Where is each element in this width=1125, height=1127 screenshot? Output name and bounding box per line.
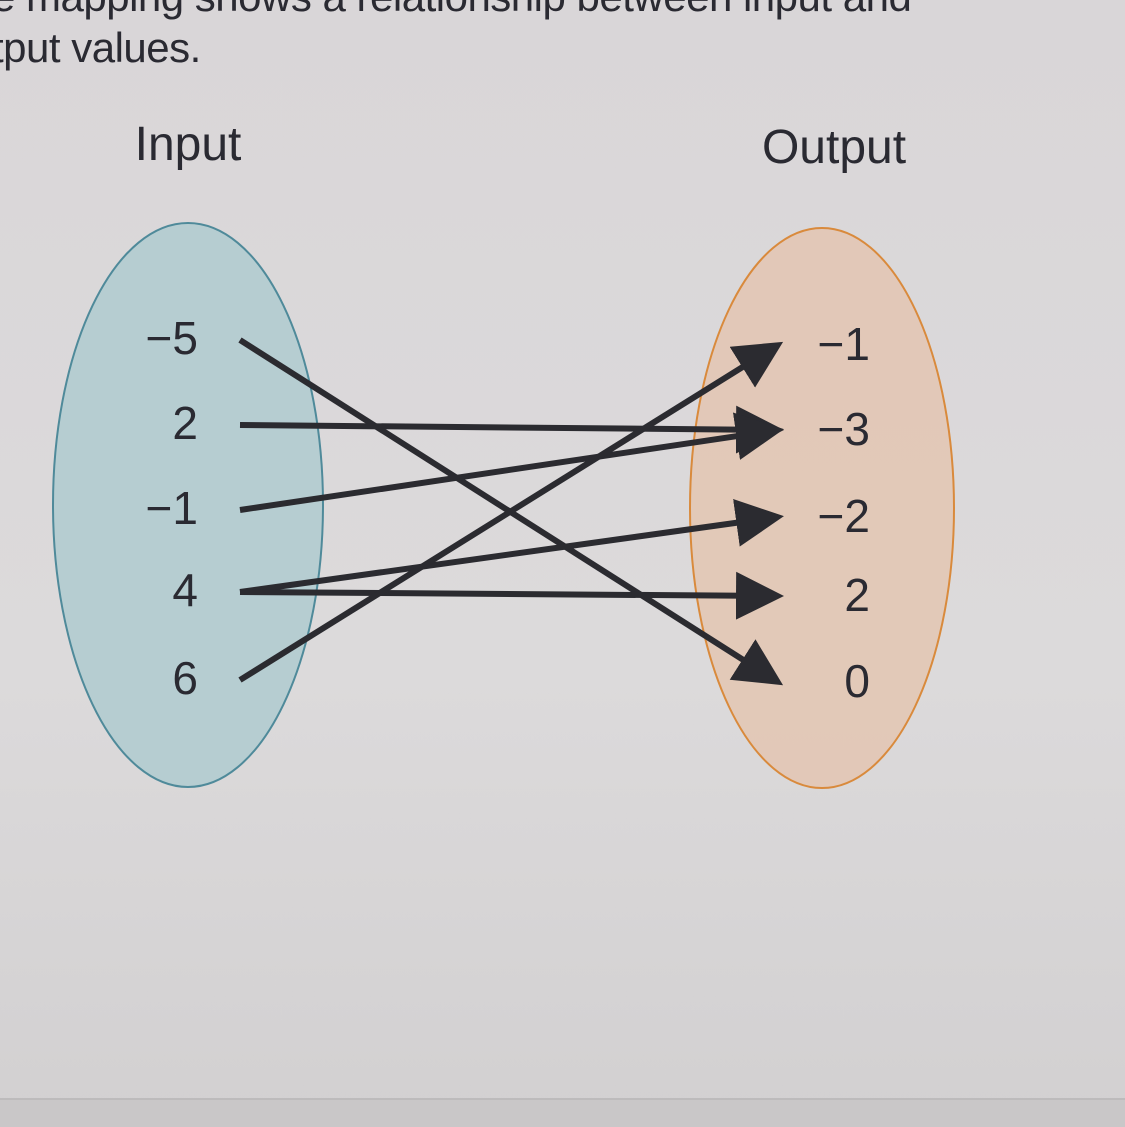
- input-title: Input: [135, 118, 242, 171]
- question-text-line-1: e mapping shows a relationship between i…: [0, 0, 912, 21]
- screen-bottom-edge: [0, 1098, 1125, 1127]
- output-value: −1: [818, 318, 870, 370]
- input-value: 2: [172, 397, 198, 449]
- output-value: 2: [844, 569, 870, 621]
- question-text-line-2: tput values.: [0, 24, 201, 71]
- mapping-arrow: [239, 499, 784, 595]
- input-value: −1: [146, 482, 198, 534]
- output-value: −2: [818, 490, 870, 542]
- output-title: Output: [762, 121, 906, 174]
- input-value: 4: [172, 564, 198, 616]
- output-value: 0: [844, 655, 870, 707]
- input-value: −5: [146, 312, 198, 364]
- mapping-arrow: [239, 571, 784, 620]
- input-value: 6: [172, 652, 198, 704]
- mapping-arrow: [239, 412, 784, 513]
- mapping-arrow: [238, 341, 784, 683]
- input-set-ellipse: [52, 222, 324, 788]
- output-value: −3: [818, 403, 870, 455]
- mapping-arrow: [239, 405, 784, 454]
